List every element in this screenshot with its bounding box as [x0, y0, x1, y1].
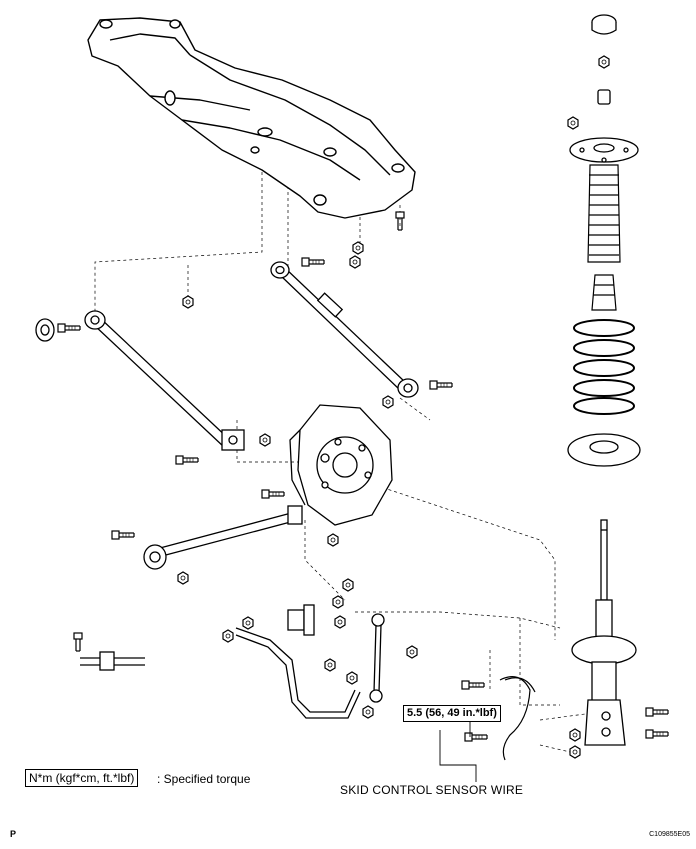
stabilizer-bar: [80, 604, 361, 719]
torque-legend-unit: N*m (kgf*cm, ft.*lbf): [25, 769, 139, 787]
stabilizer-link: [369, 613, 385, 703]
torque-value-label: 5.5 (56, 49 in.*lbf): [403, 705, 501, 722]
upper-control-arm: [270, 261, 419, 398]
axle-carrier-hub: [289, 404, 393, 526]
page-letter: P: [10, 829, 17, 839]
spring-seat: [567, 433, 641, 467]
bump-stopper: [591, 274, 617, 311]
bushing: [35, 318, 55, 342]
sensor-wire-label: SKID CONTROL SENSOR WIRE: [340, 783, 524, 797]
dust-boot: [587, 164, 621, 263]
torque-legend-description: : Specified torque: [157, 772, 251, 786]
strut-upper-parts: [567, 14, 639, 163]
lower-control-arm: [143, 505, 303, 570]
figure-code: C109855E05: [649, 831, 690, 838]
sensor-wire: [499, 676, 536, 761]
coil-spring: [573, 319, 635, 415]
leader-lines: [439, 712, 477, 782]
front-upper-arm: [84, 310, 245, 451]
crossmember: [87, 17, 416, 219]
strut-assembly: [571, 519, 637, 746]
